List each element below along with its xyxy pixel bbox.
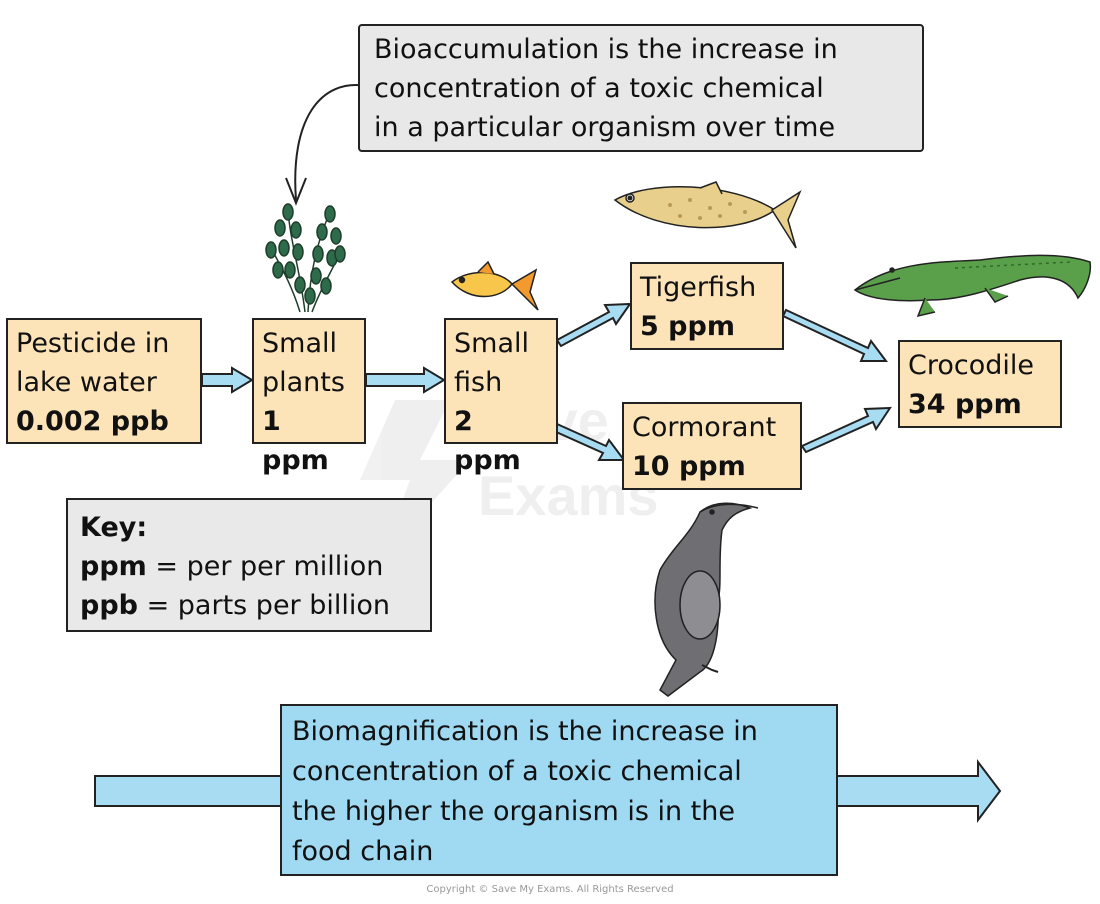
- copyright-notice: Copyright © Save My Exams. All Rights Re…: [426, 884, 674, 895]
- node-small-plants: Small plants 1 ppm: [252, 318, 366, 476]
- arrow-tigerfish-to-crocodile: [781, 308, 888, 362]
- node-value: 0.002 ppb: [16, 406, 169, 437]
- biomag-line-2: concentration of a toxic chemical: [292, 756, 742, 787]
- node-value: 5 ppm: [640, 311, 735, 342]
- key-item-ppm: ppm = per per million: [80, 547, 418, 586]
- node-tigerfish: Tigerfish 5 ppm: [630, 262, 784, 350]
- arrow-water-to-plants: [201, 366, 254, 394]
- node-value: 34 ppm: [908, 389, 1022, 420]
- node-pesticide-water: Pesticide in lake water 0.002 ppb: [6, 318, 202, 444]
- bioaccumulation-callout: Bioaccumulation is the increase in conce…: [358, 24, 924, 152]
- arrow-plants-to-fish: [365, 366, 446, 394]
- node-crocodile: Crocodile 34 ppm: [898, 340, 1062, 428]
- callout-line-3: in a particular organism over time: [374, 112, 836, 143]
- node-name: Small fish: [454, 328, 529, 398]
- key-definition: = parts per billion: [146, 590, 391, 621]
- node-name: Tigerfish: [640, 272, 757, 303]
- node-cormorant: Cormorant 10 ppm: [622, 402, 802, 490]
- node-small-fish: Small fish 2 ppm: [444, 318, 558, 476]
- arrow-fish-to-tigerfish: [555, 302, 632, 348]
- key-title: Key:: [80, 512, 148, 543]
- small-plants-illustration: [265, 203, 346, 313]
- callout-line-2: concentration of a toxic chemical: [374, 73, 824, 104]
- crocodile-illustration: [853, 254, 1092, 318]
- key-definition: = per per million: [155, 551, 384, 582]
- node-name: Crocodile: [908, 350, 1034, 381]
- key-item-ppb: ppb = parts per billion: [80, 586, 418, 625]
- arrow-cormorant-to-crocodile: [800, 406, 892, 454]
- node-value: 2 ppm: [454, 406, 521, 476]
- callout-line-1: Bioaccumulation is the increase in: [374, 34, 838, 65]
- node-name: Small plants: [262, 328, 345, 398]
- biomag-line-3: the higher the organism is in the: [292, 796, 735, 827]
- node-value: 1 ppm: [262, 406, 329, 476]
- biomag-line-1: Biomagnification is the increase in: [292, 716, 758, 747]
- biomagnification-box: Biomagnification is the increase in conc…: [280, 704, 838, 876]
- biomag-line-4: food chain: [292, 836, 434, 867]
- tigerfish-illustration: [613, 181, 802, 249]
- key-box: Key: ppm = per per million ppb = parts p…: [66, 498, 432, 632]
- key-term: ppm: [80, 551, 147, 582]
- arrow-fish-to-cormorant: [552, 422, 626, 461]
- node-name: Cormorant: [632, 412, 777, 443]
- key-term: ppb: [80, 590, 138, 621]
- cormorant-illustration: [654, 502, 759, 697]
- small-fish-illustration: [450, 260, 539, 311]
- node-value: 10 ppm: [632, 451, 746, 482]
- node-name: Pesticide in lake water: [16, 328, 170, 398]
